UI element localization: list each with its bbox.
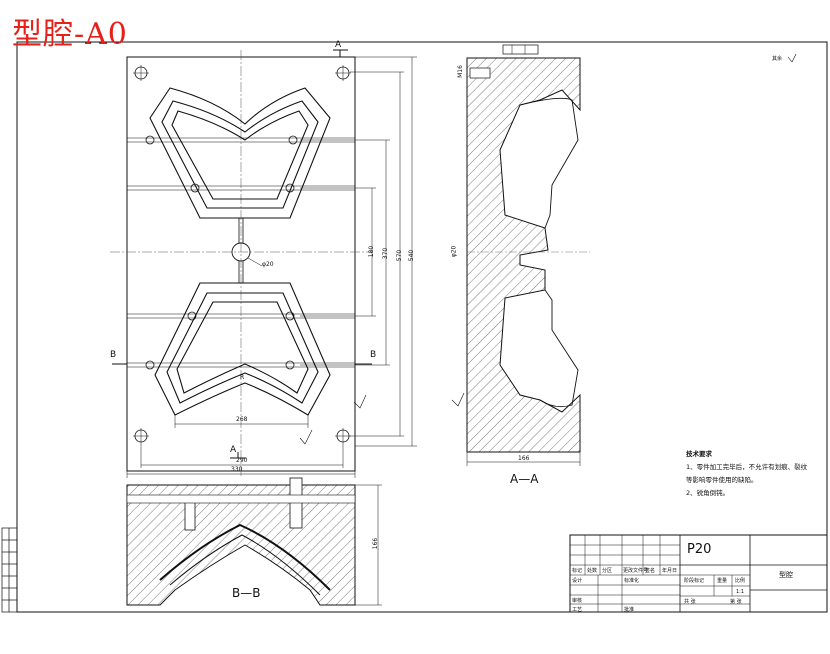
tb-approve: 批准 bbox=[624, 607, 635, 613]
section-label-aa: A—A bbox=[510, 472, 539, 486]
drawing-title: 型腔-A0 bbox=[12, 17, 128, 52]
tb-scale-value: 1:1 bbox=[736, 589, 745, 595]
left-margin-table bbox=[1, 527, 18, 613]
part-name: 型腔 bbox=[779, 571, 793, 579]
technical-requirements: 技术要求 1、零件加工完毕后，不允许有划痕、裂纹 等影响零件使用的缺陷。 2、锐… bbox=[686, 448, 807, 500]
dim-370: 370 bbox=[382, 247, 390, 260]
tb-process: 工艺 bbox=[572, 607, 583, 613]
title-block bbox=[569, 534, 828, 613]
tb-sheet: 第 张 bbox=[730, 599, 742, 605]
dim-570: 570 bbox=[396, 249, 404, 262]
tb-zone: 分区 bbox=[602, 568, 613, 574]
dim-330: 330 bbox=[231, 466, 243, 473]
dim-m16: M16 bbox=[456, 65, 464, 78]
tb-stage-mark: 阶段标记 bbox=[684, 578, 705, 584]
section-mark-b-left: B bbox=[110, 350, 117, 360]
tb-change-doc: 更改文件号 bbox=[623, 568, 649, 574]
tb-date: 年月日 bbox=[662, 568, 678, 574]
tech-item-1-line-2: 等影响零件使用的缺陷。 bbox=[686, 476, 758, 484]
section-aa bbox=[451, 44, 797, 466]
upper-cavity bbox=[149, 87, 331, 219]
tech-item-2: 2、锐角倒钝。 bbox=[686, 489, 730, 497]
section-mark-a-top: A bbox=[335, 40, 342, 50]
tb-total: 共 张 bbox=[684, 599, 696, 605]
tb-mark: 标记 bbox=[572, 568, 583, 574]
tb-sign: 签名 bbox=[645, 568, 656, 574]
lower-cavity bbox=[154, 282, 331, 416]
section-label-bb: B—B bbox=[232, 586, 261, 600]
material-label: P20 bbox=[687, 542, 712, 557]
dim-166-bottom: 166 bbox=[518, 455, 530, 462]
roughness-corner: 其余 bbox=[772, 56, 783, 62]
tb-scale: 比例 bbox=[735, 578, 746, 584]
section-mark-a-bottom: A bbox=[230, 445, 237, 455]
tb-count: 处数 bbox=[587, 568, 598, 574]
dim-phi20: φ20 bbox=[262, 261, 274, 268]
tb-review: 审核 bbox=[572, 598, 583, 604]
tb-weight: 重量 bbox=[717, 578, 728, 584]
tb-designer: 设计 bbox=[572, 578, 583, 584]
plan-view bbox=[110, 49, 417, 478]
sheet-border bbox=[16, 41, 828, 613]
tech-heading: 技术要求 bbox=[686, 450, 712, 458]
dim-phi20-section: φ20 bbox=[450, 245, 458, 258]
section-mark-b-right: B bbox=[370, 350, 377, 360]
dim-540: 540 bbox=[408, 249, 416, 262]
tb-standardize: 标准化 bbox=[624, 578, 640, 584]
section-bb bbox=[126, 477, 382, 606]
dim-r: R bbox=[240, 374, 245, 381]
dim-166-right: 166 bbox=[372, 537, 380, 550]
dim-180: 180 bbox=[368, 245, 376, 258]
tech-item-1-line-1: 1、零件加工完毕后，不允许有划痕、裂纹 bbox=[686, 463, 808, 471]
dim-268: 268 bbox=[236, 416, 248, 423]
dim-290: 290 bbox=[236, 457, 248, 464]
